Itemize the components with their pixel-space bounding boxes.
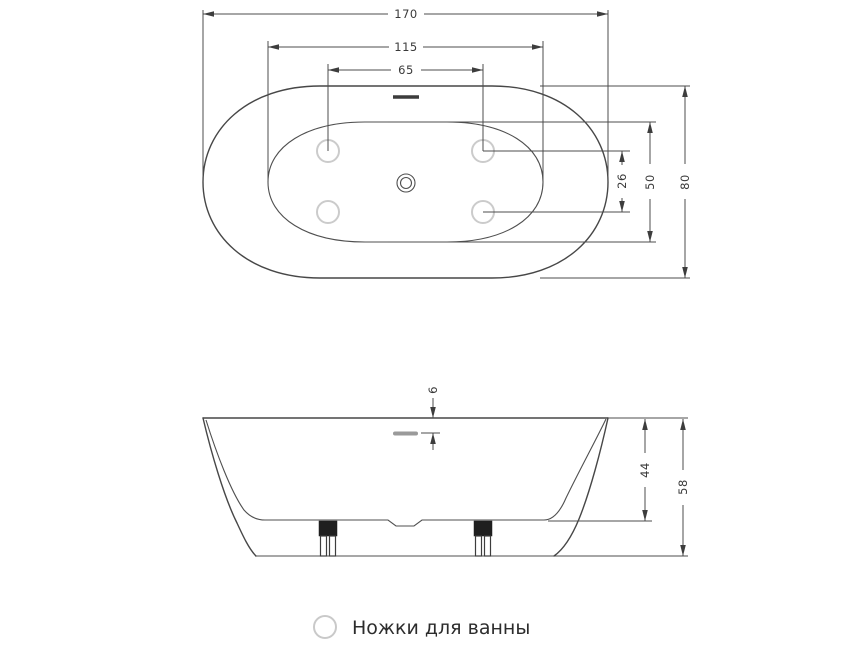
dim-label-115: 115 <box>394 40 417 54</box>
dim-label-6: 6 <box>426 386 440 394</box>
dim-width-overall: 80 <box>540 85 692 279</box>
dim-feet-spacing-y: 26 <box>483 150 630 213</box>
tub-outer-rim <box>202 85 609 279</box>
dim-label-58: 58 <box>676 479 690 495</box>
foot-left <box>318 520 338 557</box>
dim-length-overall: 170 <box>202 7 609 182</box>
tub-basin <box>267 121 544 243</box>
top-view: 170 115 65 <box>202 7 692 279</box>
dim-label-80: 80 <box>678 174 692 190</box>
radio-circle-icon[interactable] <box>313 615 337 639</box>
overflow-hole-side <box>393 431 418 436</box>
dim-label-50: 50 <box>643 174 657 190</box>
side-view: 6 44 58 <box>202 386 690 557</box>
dim-label-44: 44 <box>638 462 652 478</box>
dim-width-basin: 50 <box>388 121 657 243</box>
dim-basin-depth: 44 <box>548 419 652 522</box>
dim-overall-height: 58 <box>676 419 690 556</box>
drain-icon <box>396 173 416 193</box>
dim-label-65: 65 <box>398 63 414 77</box>
dim-feet-spacing-x: 65 <box>327 63 484 151</box>
tub-inner-profile <box>205 418 607 527</box>
dim-length-basin: 115 <box>267 40 544 182</box>
tub-outer-profile-right <box>553 417 609 557</box>
legend-label[interactable]: Ножки для ванны <box>352 617 530 639</box>
legend-feet-option[interactable]: Ножки для ванны <box>313 615 530 639</box>
dim-label-170: 170 <box>394 7 417 21</box>
foot-mount-circle <box>316 200 340 224</box>
dim-overflow-offset: 6 <box>426 386 440 450</box>
dim-label-26: 26 <box>615 173 629 189</box>
foot-right <box>473 520 493 557</box>
tub-outer-profile-left <box>202 417 257 557</box>
